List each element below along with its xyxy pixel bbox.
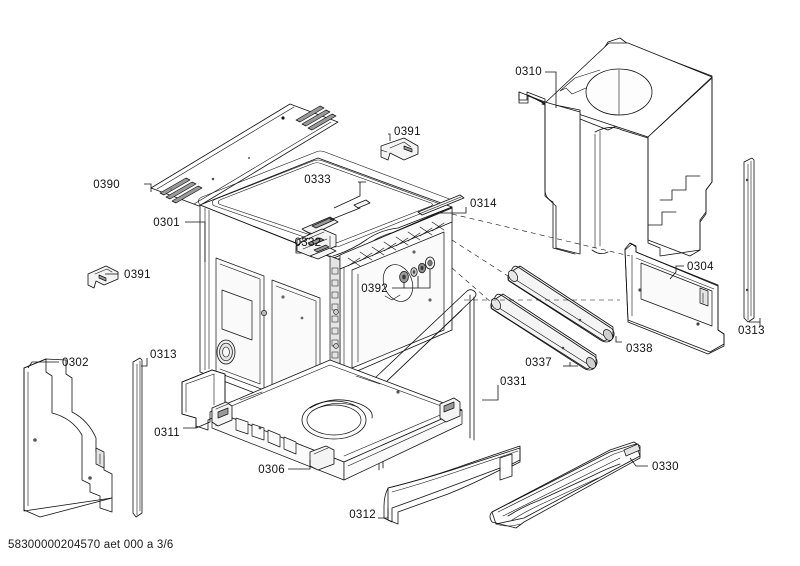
leader-0302 [27,361,59,369]
leader-0337 [563,362,578,367]
label-0333: 0333 [304,174,331,186]
part-0304-side-panel-right [624,242,725,355]
part-0312-base-trim-panel [383,445,521,525]
label-0310: 0310 [515,66,542,78]
base-ribs [235,417,297,455]
part-0302-side-panel-left [23,358,113,518]
part-0338-support-rail-rear [507,265,615,343]
leader-0311 [183,420,197,429]
base-center-bracket [309,445,335,471]
leader-0301 [185,221,206,262]
part-0391-mounting-bracket-upper [380,137,419,161]
label-0313-left: 0313 [150,349,177,361]
vent-slots-left [159,177,203,204]
part-0313-edge-strip-left [132,357,143,518]
leader-0314 [440,207,467,214]
label-0337: 0337 [525,357,552,369]
leader-0332 [295,237,309,254]
leader-0312 [378,508,389,519]
base-right-bracket [439,397,461,423]
label-0330: 0330 [652,461,679,473]
label-0338: 0338 [626,343,653,355]
leader-0306 [288,460,311,470]
label-0313-right: 0313 [738,325,765,337]
leader-0313-left [141,358,148,367]
vent-slots-right [295,105,337,131]
label-0390: 0390 [93,179,120,191]
part-0313-edge-strip-right [743,157,755,323]
leader-0338 [615,336,622,343]
leader-0333 [333,181,366,209]
part-0314-upper-rail [417,194,465,216]
part-0333-latch-lever-arm [301,199,371,236]
part-0337-support-rail-front [490,293,598,371]
assembly-guide-lines [451,213,631,304]
label-0391-lower: 0391 [124,269,151,281]
label-0311: 0311 [154,427,180,439]
label-0391-upper: 0391 [394,126,421,138]
leader-0304 [669,265,684,280]
leader-0313-right [749,318,761,326]
base-left-bracket [211,401,233,427]
part-0390-top-cover-panel [150,103,339,207]
part-0310-insulation-wrap [518,37,713,257]
drawing-footer-text: 58300000204570 aet 000 a 3/6 [8,539,174,551]
label-0302: 0302 [62,357,89,369]
leader-0331 [482,385,499,401]
leader-0391-upper [388,133,391,141]
label-0306: 0306 [258,464,285,476]
leader-0310 [545,71,557,108]
part-0391-mounting-bracket-lower [87,265,119,289]
leader-0330 [629,457,648,467]
leader-0391-lower [105,272,119,275]
label-0331: 0331 [500,376,527,388]
label-0314: 0314 [470,198,497,210]
leader-0390 [144,183,152,192]
part-0330-lower-trim-cover [489,441,641,529]
lattice-band [339,207,453,270]
part-0392-grommet-washer-set [399,256,435,283]
leader-0392 [392,269,431,289]
label-0332: 0332 [295,237,322,249]
label-0301: 0301 [153,217,180,229]
label-0392: 0392 [361,283,388,295]
label-0304: 0304 [687,261,714,273]
part-0306-base-frame-assembly [211,359,463,481]
label-0312: 0312 [349,509,376,521]
